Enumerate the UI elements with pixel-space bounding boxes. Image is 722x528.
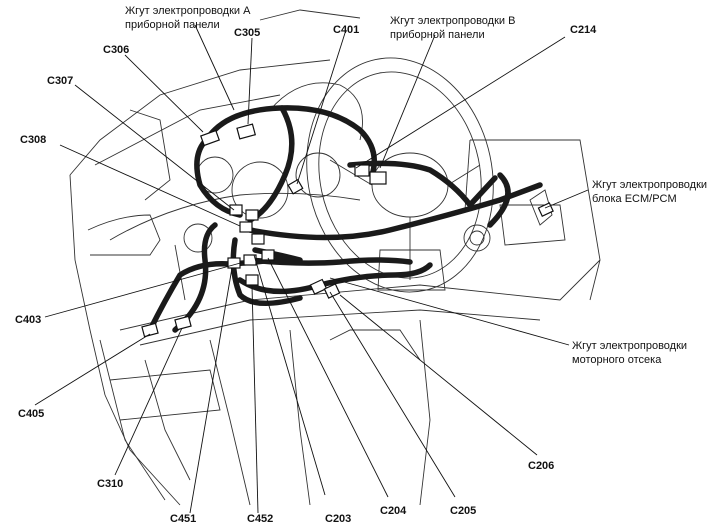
harness-label-a: Жгут электропроводки А приборной панели bbox=[125, 5, 251, 31]
harness-a-line1: Жгут электропроводки А bbox=[125, 5, 251, 17]
steering-wheel bbox=[306, 57, 494, 293]
label-c452: C452 bbox=[247, 513, 273, 525]
harness-label-ecm: Жгут электропроводки блока ECM/PCM bbox=[592, 179, 707, 205]
label-c401: C401 bbox=[333, 24, 359, 36]
connector-blocks bbox=[141, 123, 554, 338]
dashboard-outline bbox=[69, 9, 601, 506]
label-c206: C206 bbox=[528, 460, 554, 472]
label-c306: C306 bbox=[103, 44, 129, 56]
harness-label-engine: Жгут электропроводки моторного отсека bbox=[572, 340, 687, 366]
label-c204: C204 bbox=[380, 505, 407, 517]
instrument-cluster bbox=[196, 82, 363, 219]
label-c214: C214 bbox=[570, 24, 597, 36]
label-c451: C451 bbox=[170, 513, 196, 525]
harness-label-b: Жгут электропроводки В приборной панели bbox=[390, 15, 515, 41]
label-c307: C307 bbox=[47, 75, 73, 87]
harness-engine-line1: Жгут электропроводки bbox=[572, 340, 687, 352]
harness-b-line1: Жгут электропроводки В bbox=[390, 15, 515, 27]
label-c308: C308 bbox=[20, 134, 46, 146]
harness-b-line2: приборной панели bbox=[390, 29, 485, 41]
label-c405: C405 bbox=[18, 408, 44, 420]
leader-lines bbox=[34, 24, 589, 514]
wiring-harness-lines bbox=[147, 105, 543, 333]
label-c205: C205 bbox=[450, 505, 476, 517]
harness-engine-line2: моторного отсека bbox=[572, 354, 662, 366]
harness-ecm-line2: блока ECM/PCM bbox=[592, 193, 677, 205]
label-c203: C203 bbox=[325, 513, 351, 525]
label-c305: C305 bbox=[234, 27, 260, 39]
label-c403: C403 bbox=[15, 314, 41, 326]
harness-a-line2: приборной панели bbox=[125, 19, 220, 31]
harness-ecm-line1: Жгут электропроводки bbox=[592, 179, 707, 191]
connector-labels: C305 C306 C307 C308 C401 C214 C403 C405 … bbox=[15, 24, 597, 525]
label-c310: C310 bbox=[97, 478, 123, 490]
